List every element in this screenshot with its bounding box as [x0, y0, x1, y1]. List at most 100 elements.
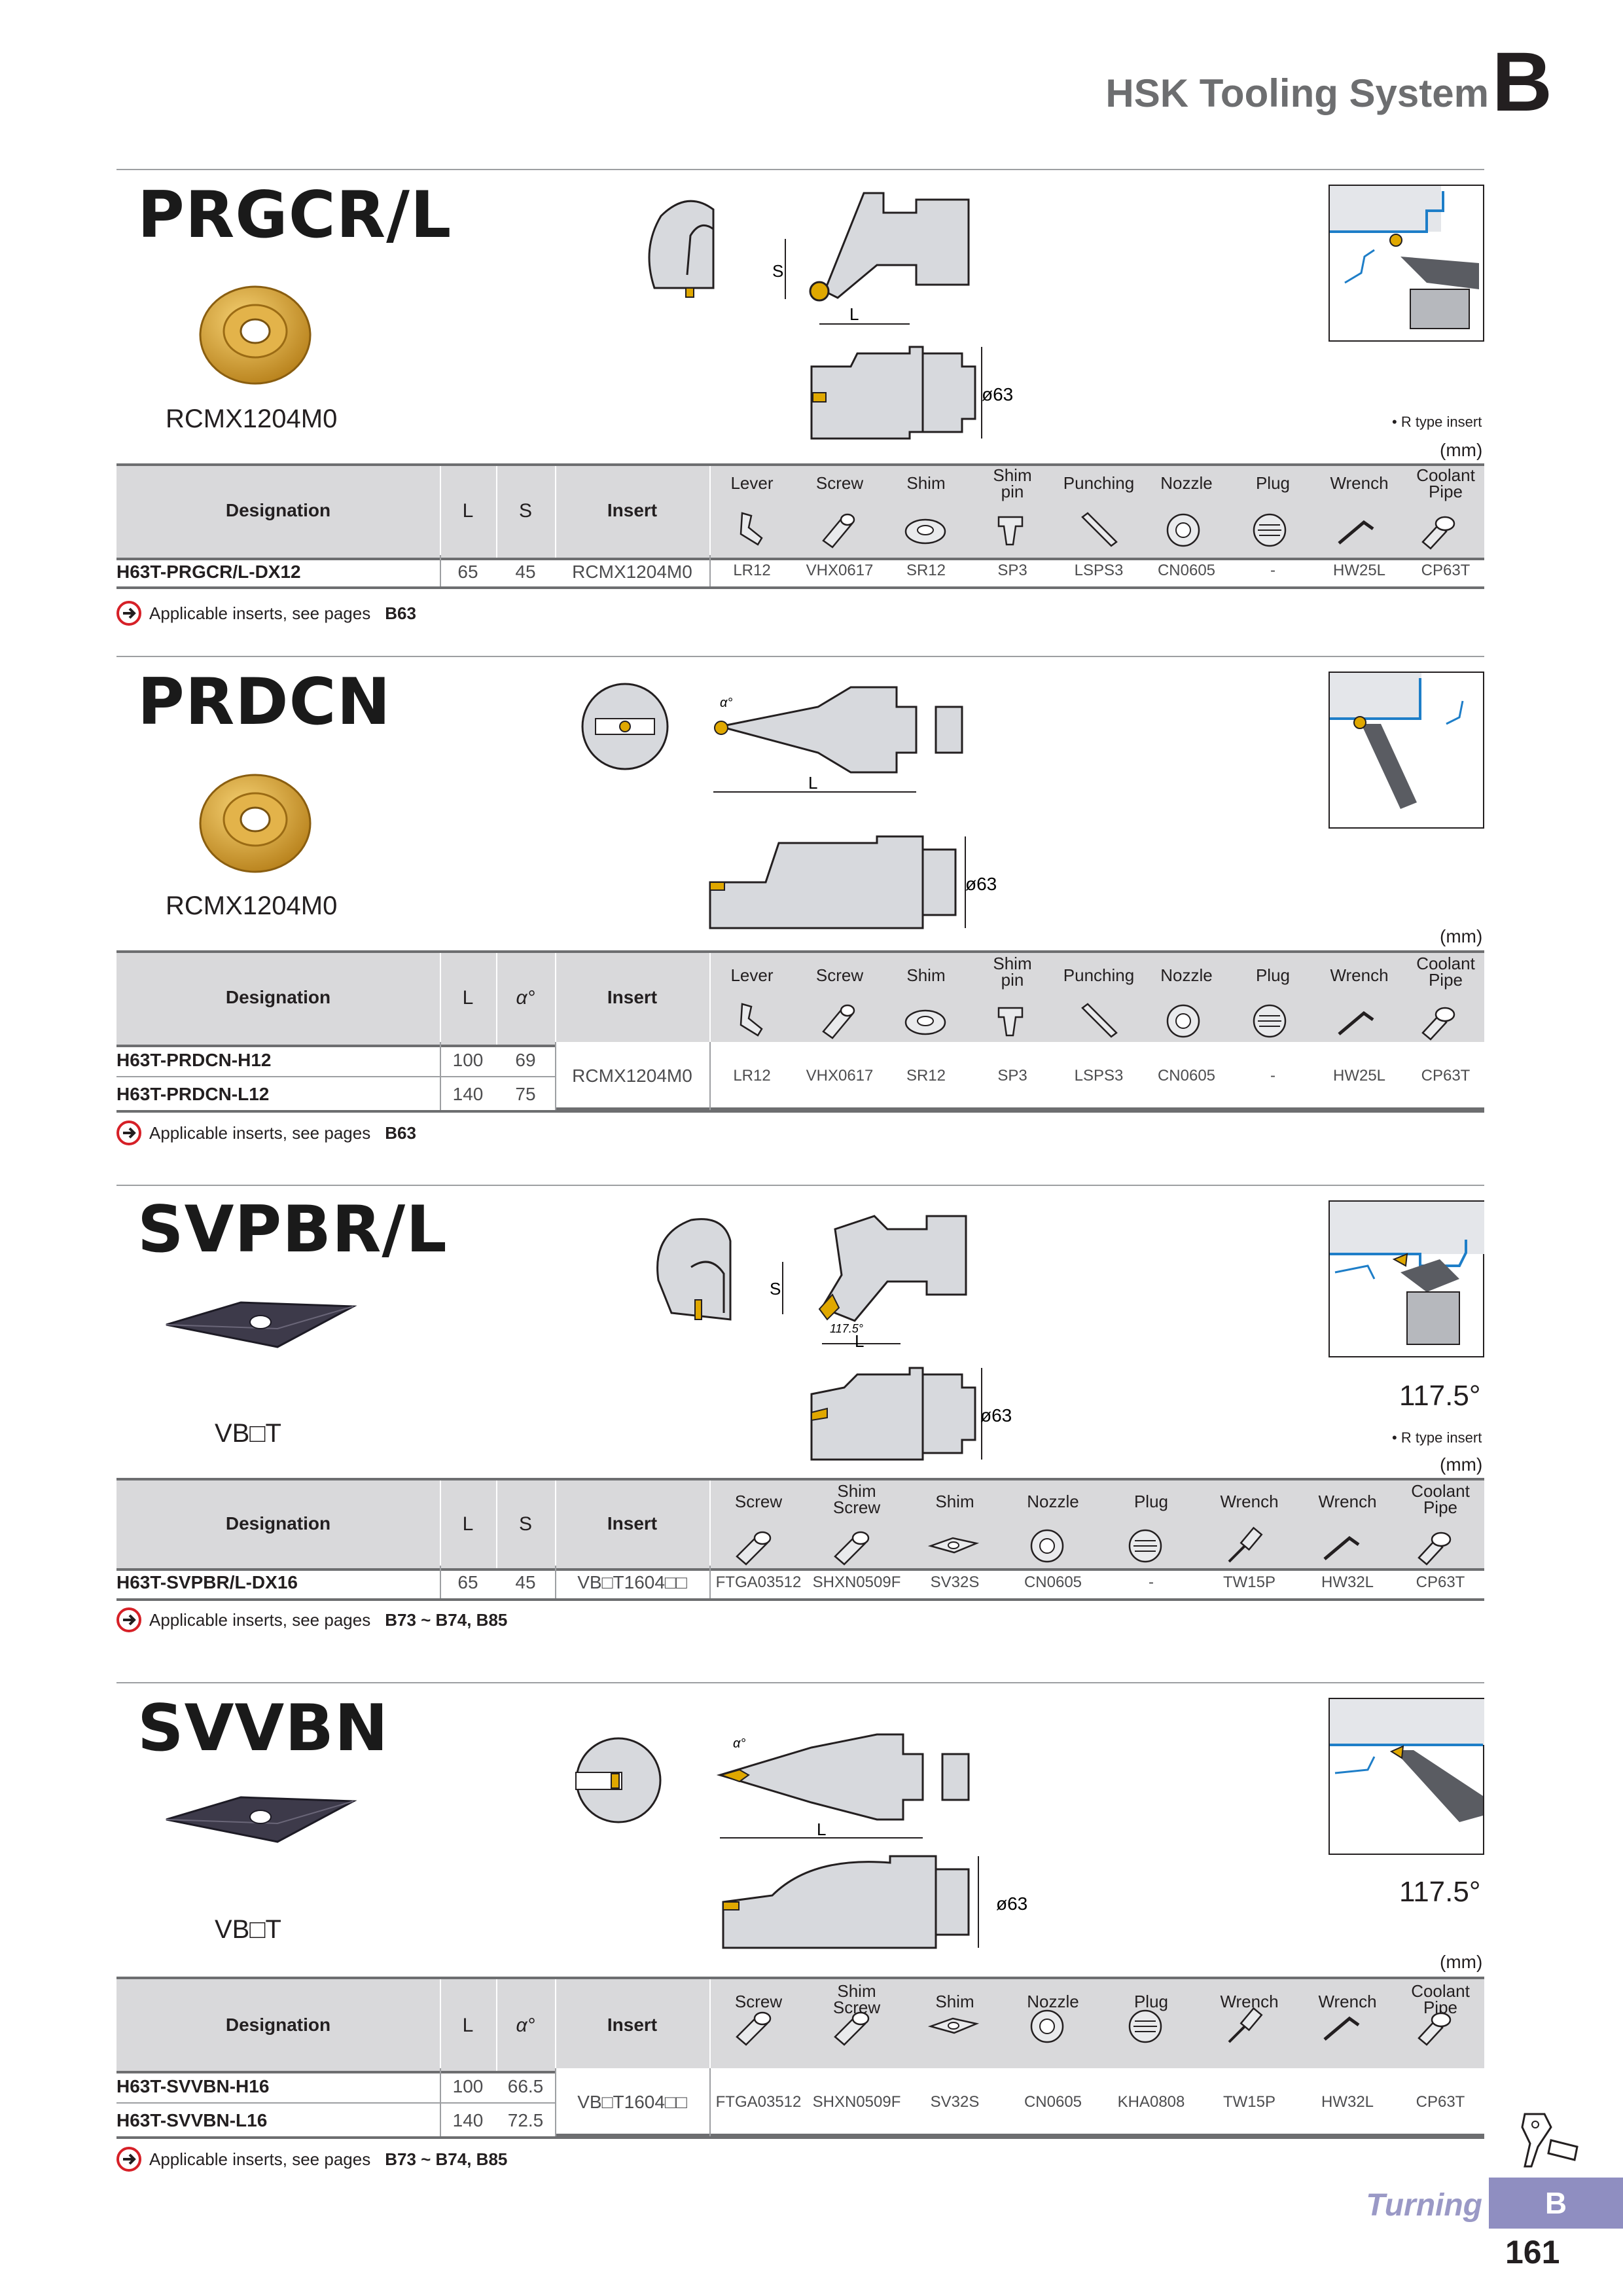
- table-header: Designation L α° Insert Lever Screw Shim…: [116, 950, 1484, 1047]
- dim-angle-label: α°: [720, 696, 732, 710]
- section-divider: [116, 1185, 1484, 1186]
- arrow-circle-icon: [116, 601, 141, 626]
- parts-icons: [740, 1003, 1455, 1041]
- parts-icons: [736, 1526, 1452, 1566]
- punching-icon: [1081, 1003, 1118, 1038]
- plug-icon: [1253, 1004, 1287, 1038]
- spec-table-prgcr: Designation L S Insert Lever Screw Shim …: [116, 463, 1484, 589]
- rhombic-insert-image: [166, 1301, 357, 1348]
- punching-icon: [1081, 512, 1118, 547]
- shim-icon: [927, 2017, 980, 2034]
- front-view-drawing: [648, 200, 715, 298]
- round-insert-image: [199, 774, 312, 873]
- application-illustration: [1329, 1200, 1484, 1357]
- part-coolant-pipe: Coolant Pipe: [1416, 465, 1475, 501]
- shim-pin-icon: [997, 516, 1024, 546]
- section-letter: B: [1491, 35, 1552, 129]
- section-divider: [116, 169, 1484, 170]
- arrow-circle-icon: [116, 2147, 141, 2172]
- part-wrench: Wrench: [1330, 473, 1389, 493]
- section-tab[interactable]: B: [1489, 2178, 1623, 2229]
- page-number: 161: [1505, 2234, 1560, 2270]
- torx-wrench-icon: [1228, 2007, 1263, 2043]
- rhombic-insert-image: [166, 1796, 357, 1843]
- page-header-title: HSK Tooling System: [1105, 71, 1489, 115]
- merged-cells: RCMX1204M0 LR12 VHX0617 SR12 SP3 LSPS3 C…: [555, 1042, 1484, 1110]
- lever-icon: [740, 1003, 763, 1037]
- spec-table-prdcn: Designation L α° Insert Lever Screw Shim…: [116, 950, 1484, 1113]
- product-title-prdcn: PRDCN: [137, 665, 391, 740]
- part-plug: Plug: [1255, 473, 1291, 493]
- table-header: Designation L S Insert Screw Shim Screw …: [116, 1478, 1484, 1571]
- top-view-drawing: L α°: [716, 1733, 970, 1839]
- wrench-icon: [1323, 1535, 1360, 1560]
- section-divider: [116, 1682, 1484, 1683]
- arrow-circle-icon: [116, 1607, 141, 1632]
- screw-icon: [822, 513, 855, 548]
- top-view-drawing: L α°: [713, 686, 963, 793]
- turning-tool-icon: [1521, 2113, 1578, 2168]
- coolant-pipe-icon: [1421, 516, 1455, 550]
- dim-d-label: ø63: [982, 384, 1013, 404]
- lever-icon: [740, 512, 763, 546]
- table-row: H63T-PRDCN-L12 140 75: [116, 1077, 1484, 1113]
- part-lever: Lever: [730, 473, 774, 493]
- plug-icon: [1128, 1529, 1162, 1563]
- screw-icon: [736, 1531, 772, 1566]
- application-illustration: [1329, 185, 1484, 342]
- parts-icons: [736, 2007, 1452, 2046]
- approach-angle: 117.5°: [1399, 1876, 1481, 1908]
- side-view-drawing: ø63: [709, 835, 997, 929]
- screw-icon: [822, 1004, 855, 1039]
- application-illustration: [1329, 1698, 1484, 1855]
- application-illustration: [1329, 672, 1484, 829]
- dim-s-label: S: [772, 261, 783, 281]
- insert-name: RCMX1204M0: [166, 891, 338, 920]
- unit-label: (mm): [1440, 440, 1483, 460]
- nozzle-icon: [1166, 513, 1200, 547]
- shim-screw-icon: [834, 2011, 870, 2046]
- wrench-icon: [1323, 2016, 1360, 2041]
- side-view-drawing: ø63: [722, 1855, 1027, 1949]
- table-row: H63T-SVVBN-L16 140 72.5: [116, 2104, 1484, 2139]
- shim-icon: [904, 518, 946, 545]
- shim-pin-icon: [997, 1007, 1024, 1037]
- front-view-drawing: [656, 1218, 732, 1321]
- dim-d-label: ø63: [965, 874, 997, 894]
- category-label: Turning: [1366, 2188, 1482, 2223]
- coolant-pipe-icon: [1418, 1532, 1452, 1566]
- wrench-icon: [1338, 520, 1374, 545]
- front-view-drawing: [575, 1737, 662, 1823]
- unit-label: (mm): [1440, 1952, 1483, 1972]
- table-row: H63T-PRGCR/L-DX12 65 45 RCMX1204M0 LR12 …: [116, 555, 1484, 589]
- top-view-drawing: S L 117.5°: [770, 1215, 967, 1351]
- top-view-drawing: S L: [772, 192, 970, 325]
- dim-l-label: L: [855, 1331, 864, 1351]
- table-header: Designation L α° Insert Screw Shim Screw…: [116, 1977, 1484, 2073]
- insert-name: VB□T: [215, 1915, 281, 1944]
- spec-table-svpbr: Designation L S Insert Screw Shim Screw …: [116, 1478, 1484, 1602]
- dim-s-label: S: [770, 1279, 781, 1299]
- insert-name: RCMX1204M0: [166, 404, 338, 433]
- torx-wrench-icon: [1228, 1526, 1263, 1563]
- part-punching: Punching: [1063, 473, 1135, 493]
- col-l: L: [462, 500, 474, 522]
- dim-angle-label: α°: [733, 1736, 745, 1751]
- part-nozzle: Nozzle: [1160, 473, 1213, 493]
- unit-label: (mm): [1440, 1454, 1483, 1475]
- shim-icon: [904, 1009, 946, 1035]
- product-title-svvbn: SVVBN: [137, 1691, 389, 1766]
- r-type-note: • R type insert: [1392, 1429, 1482, 1446]
- nozzle-icon: [1030, 2009, 1064, 2043]
- section-divider: [116, 656, 1484, 657]
- col-designation: Designation: [225, 500, 331, 520]
- coolant-pipe-icon: [1421, 1007, 1455, 1041]
- arrow-circle-icon: [116, 1121, 141, 1145]
- dim-d-label: ø63: [980, 1405, 1012, 1426]
- insert-name: VB□T: [215, 1419, 281, 1448]
- plug-icon: [1253, 513, 1287, 547]
